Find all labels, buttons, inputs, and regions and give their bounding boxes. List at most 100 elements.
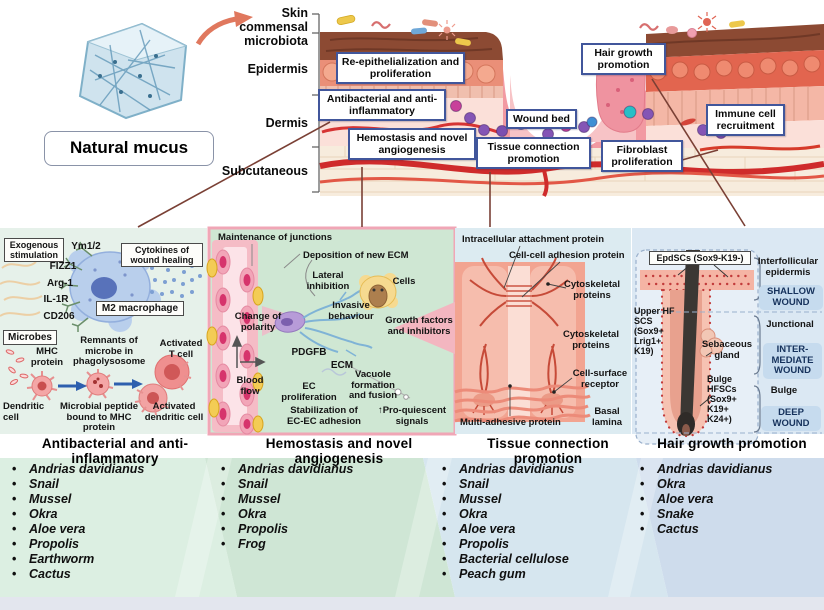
- label-microbial-peptide: Microbial peptide bound to MHC protein: [59, 401, 139, 434]
- list-item: Snail: [10, 477, 144, 492]
- label-m2-macrophage: M2 macrophage: [96, 301, 184, 317]
- panel1-illustration: [0, 241, 202, 416]
- label-deep-wound: DEEP WOUND: [761, 406, 821, 432]
- label-pdgfb: PDGFB: [291, 347, 327, 358]
- label-mhc-protein: MHC protein: [30, 346, 64, 368]
- label-cell-cell-adhesion: Cell-cell adhesion protein: [509, 250, 625, 261]
- label-junctional: Junctional: [766, 319, 814, 330]
- label-exogenous-stimulation: Exogenous stimulation: [4, 238, 64, 263]
- list-item: Snail: [219, 477, 353, 492]
- list-item: Cactus: [10, 567, 144, 582]
- list-item: Snail: [440, 477, 574, 492]
- pericyte-icons: [206, 258, 264, 433]
- list-item: Peach gum: [440, 567, 574, 582]
- list-item: Andrias davidianus: [10, 462, 144, 477]
- epidermis-dots: [644, 274, 752, 286]
- label-activated-t-cell: Activated T cell: [159, 338, 203, 360]
- cytoskeleton-fibers: [469, 257, 569, 397]
- label-interfollicular: Interfollicular epidermis: [757, 256, 819, 278]
- natural-mucus-label: Natural mucus: [44, 131, 214, 166]
- label-microbes: Microbes: [3, 330, 57, 346]
- label-il1r: IL-1R: [43, 294, 69, 305]
- label-pro-quiescent: ↑Pro-quiescent signals: [377, 405, 447, 427]
- list-item: Snake: [638, 507, 772, 522]
- list-item: Frog: [219, 537, 353, 552]
- label-cd206: CD206: [43, 311, 75, 322]
- flow-arrow-icon: [231, 335, 266, 368]
- list-item: Andrias davidianus: [638, 462, 772, 477]
- phagolysosome-cell-icon: [82, 369, 114, 399]
- arrow-icon: [58, 381, 87, 391]
- arrow-icon: [114, 379, 143, 389]
- label-change-polarity: Change of polarity: [234, 311, 282, 333]
- label-cell-surface-receptor: Cell-surface receptor: [572, 368, 628, 390]
- callout-hemostasis: Hemostasis and novel angiogenesis: [348, 128, 476, 161]
- label-arg1: Arg-1: [46, 278, 74, 289]
- label-remnants: Remnants of microbe in phagolysosome: [73, 335, 146, 368]
- list-item: Aloe vera: [10, 522, 144, 537]
- label-bulge: Bulge: [770, 385, 798, 396]
- list-item: Cactus: [638, 522, 772, 537]
- label-activated-dendritic: Activated dendritic cell: [144, 401, 204, 423]
- species-list-tissue-connection: Andrias davidianus Snail Mussel Okra Alo…: [440, 462, 574, 582]
- list-item: Earthworm: [10, 552, 144, 567]
- callout-immune: Immune cell recruitment: [706, 104, 785, 137]
- label-dendritic-cell: Dendritic cell: [3, 401, 45, 423]
- callout-reepithelialization: Re-epithelialization and proliferation: [336, 52, 465, 85]
- list-item: Propolis: [219, 522, 353, 537]
- list-item: Propolis: [10, 537, 144, 552]
- panel4-title: Hair growth promotion: [657, 436, 807, 451]
- label-fizz1: FIZZ1: [49, 261, 77, 272]
- label-blood-flow: Blood flow: [236, 375, 264, 397]
- list-item: Propolis: [440, 537, 574, 552]
- list-item: Aloe vera: [638, 492, 772, 507]
- fiber-web-icon: [0, 261, 43, 317]
- callout-fibroblast: Fibroblast proliferation: [601, 140, 683, 173]
- label-upper-hf: Upper HF SCS (Sox9+ Lrig1+ K19): [634, 306, 675, 357]
- label-ym12: Ym1/2: [71, 241, 101, 252]
- label-epdscs: EpdSCs (Sox9-K19-): [649, 251, 751, 266]
- label-cells: Cells: [392, 276, 416, 287]
- label-growth-factors: Growth factors and inhibitors: [385, 315, 453, 337]
- layer-label-microbiota: Skin commensal microbiota: [239, 6, 308, 48]
- list-item: Andrias davidianus: [219, 462, 353, 477]
- label-shallow-wound: SHALLOW WOUND: [759, 285, 823, 311]
- label-vacuole: Vacuole formation and fusion: [348, 369, 398, 402]
- adhesion-junction-icon: [506, 285, 532, 307]
- panel2-title: Hemostasis and novel angiogenesis: [265, 436, 413, 466]
- label-basal-lamina: Basal lamina: [591, 406, 623, 428]
- basal-lamina-waves: [454, 384, 591, 423]
- list-item: Mussel: [219, 492, 353, 507]
- list-item: Okra: [10, 507, 144, 522]
- label-stabilization: Stabilization of EC-EC adhesion: [287, 405, 361, 427]
- list-item: Okra: [638, 477, 772, 492]
- list-item: Bacterial cellulose: [440, 552, 574, 567]
- label-intermediate-wound: INTER-MEDIATE WOUND: [763, 343, 822, 379]
- blood-vessel-icon: [206, 240, 264, 435]
- label-lateral-inhibition: Lateral inhibition: [306, 270, 350, 292]
- dendritic-cell-icon: [26, 371, 58, 401]
- list-item: Aloe vera: [440, 522, 574, 537]
- mucus-cube-icon: [78, 22, 188, 120]
- callout-antibacterial: Antibacterial and anti-inflammatory: [318, 89, 446, 122]
- label-bulge-hfscs: Bulge HFSCs (Sox9+ K19+ K24+): [707, 374, 737, 425]
- label-ec-proliferation: EC proliferation: [281, 381, 337, 403]
- species-list-hemostasis: Andrias davidianus Snail Mussel Okra Pro…: [219, 462, 353, 552]
- callout-wound-bed: Wound bed: [506, 109, 577, 130]
- label-cytokines: Cytokines of wound healing: [121, 243, 203, 268]
- label-ecm: ECM: [330, 360, 354, 371]
- label-multi-adhesive: Multi-adhesive protein: [460, 417, 561, 428]
- callout-hair-growth: Hair growth promotion: [581, 43, 666, 76]
- label-sebaceous-gland: Sebaceous gland: [701, 339, 753, 361]
- layer-label-subcutaneous: Subcutaneous: [221, 164, 308, 178]
- list-item: Okra: [219, 507, 353, 522]
- label-cytoskeletal-upper: Cytoskeletal proteins: [564, 279, 620, 301]
- hair-shaft-icon: [680, 250, 700, 434]
- label-deposition-ecm: Deposition of new ECM: [303, 250, 409, 261]
- receptor-tufts: [472, 404, 564, 415]
- species-list-antibacterial: Andrias davidianus Snail Mussel Okra Alo…: [10, 462, 144, 582]
- list-item: Mussel: [10, 492, 144, 507]
- label-invasive-behaviour: Invasive behaviour: [328, 300, 374, 322]
- list-item: Andrias davidianus: [440, 462, 574, 477]
